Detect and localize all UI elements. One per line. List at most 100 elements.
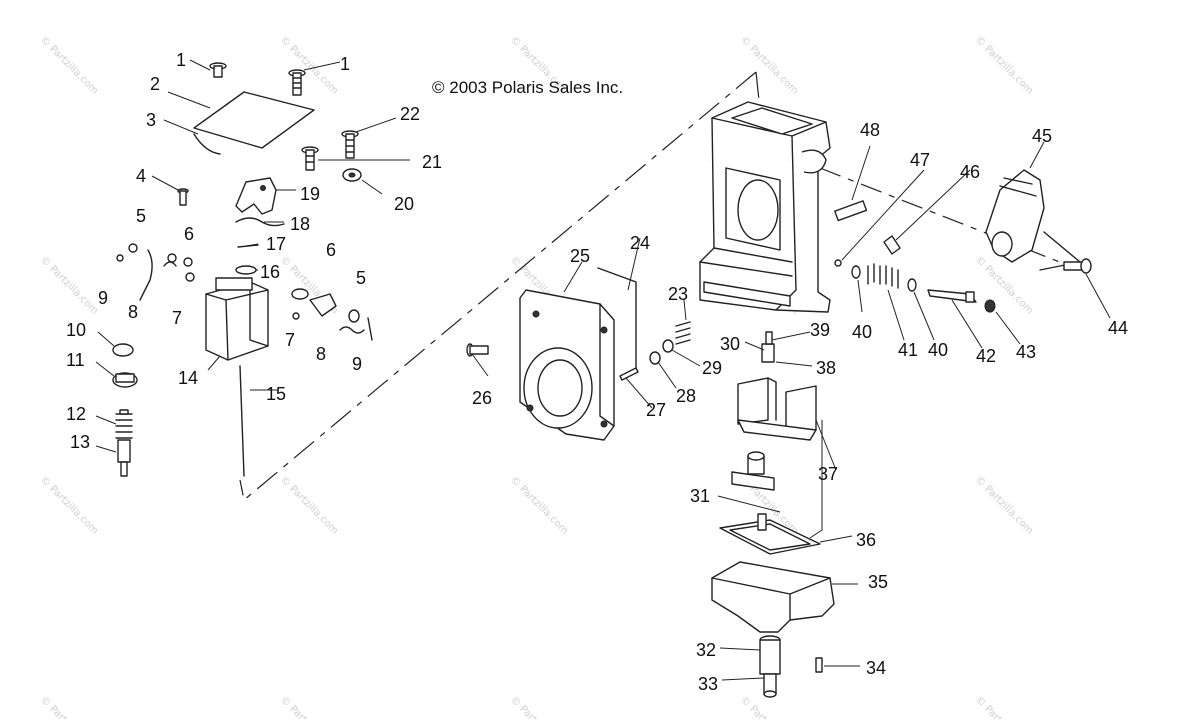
callout-36: 36 (856, 530, 876, 550)
float-14 (205, 277, 269, 361)
assembly-line-main (239, 71, 757, 502)
assembly-line-side (819, 167, 1081, 271)
watermark-text: © Partzilla.com (278, 474, 340, 536)
callout-7: 7 (285, 330, 295, 350)
lever-45 (985, 169, 1081, 271)
springs-40-41 (851, 263, 917, 292)
small-parts-right (291, 288, 373, 341)
watermark-text: © Partzilla.com (38, 254, 100, 316)
drain-plug-32-33 (759, 635, 781, 698)
screw-26 (466, 343, 489, 357)
callout-35: 35 (868, 572, 888, 592)
callout-20: 20 (394, 194, 414, 214)
callout-13: 13 (70, 432, 90, 452)
callout-39: 39 (810, 320, 830, 340)
screw-1b (288, 69, 306, 96)
gasket-24 (597, 267, 637, 371)
callout-47: 47 (910, 150, 930, 170)
cover-plate (193, 91, 315, 149)
watermark-text: © Partzilla.com (508, 694, 570, 719)
callout-7: 7 (172, 308, 182, 328)
callout-5: 5 (136, 206, 146, 226)
screw-34 (815, 657, 823, 673)
callout-12: 12 (66, 404, 86, 424)
callout-9: 9 (352, 354, 362, 374)
screw-22 (341, 130, 359, 159)
callout-45: 45 (1032, 126, 1052, 146)
washer-29 (662, 339, 674, 353)
float-bowl-35 (711, 561, 835, 633)
callout-30: 30 (720, 334, 740, 354)
callout-19: 19 (300, 184, 320, 204)
callout-17: 17 (266, 234, 286, 254)
callout-32: 32 (696, 640, 716, 660)
rod-15 (239, 365, 245, 477)
callout-41: 41 (898, 340, 918, 360)
spring-28 (649, 351, 661, 365)
screw-42 (927, 289, 977, 303)
callout-40: 40 (928, 340, 948, 360)
screw-1a (209, 62, 227, 78)
float-arm-assembly (731, 451, 775, 491)
spring-23 (675, 321, 691, 345)
leader-lines (95, 59, 1111, 681)
callout-25: 25 (570, 246, 590, 266)
callout-8: 8 (128, 302, 138, 322)
watermark-text: © Partzilla.com (973, 34, 1035, 96)
screw-4 (177, 188, 189, 206)
watermark-text: © Partzilla.com (278, 694, 340, 719)
callout-43: 43 (1016, 342, 1036, 362)
callout-21: 21 (422, 152, 442, 172)
nut-43 (984, 299, 996, 313)
spring-12 (115, 409, 133, 439)
callout-16: 16 (260, 262, 280, 282)
callout-18: 18 (290, 214, 310, 234)
clip-18 (235, 217, 285, 227)
watermark-text: © Partzilla.com (278, 34, 340, 96)
carburetor-body (699, 101, 831, 313)
callout-24: 24 (630, 233, 650, 253)
callout-8: 8 (316, 344, 326, 364)
watermark-text: © Partzilla.com (973, 254, 1035, 316)
callout-48: 48 (860, 120, 880, 140)
callout-4: 4 (136, 166, 146, 186)
callout-37: 37 (818, 464, 838, 484)
callout-6: 6 (184, 224, 194, 244)
callout-23: 23 (668, 284, 688, 304)
float-37 (737, 377, 817, 441)
callout-28: 28 (676, 386, 696, 406)
bracket-19 (235, 177, 277, 215)
callout-22: 22 (400, 104, 420, 124)
part-46 (883, 235, 901, 255)
callout-38: 38 (816, 358, 836, 378)
part-48 (834, 200, 868, 222)
callout-40: 40 (852, 322, 872, 342)
watermark-text: © Partzilla.com (508, 474, 570, 536)
callout-27: 27 (646, 400, 666, 420)
callout-10: 10 (66, 320, 86, 340)
watermark-text: © Partzilla.com (973, 694, 1035, 719)
screw-21 (301, 146, 319, 171)
callout-1: 1 (340, 54, 350, 74)
callout-3: 3 (146, 110, 156, 130)
callout-1: 1 (176, 50, 186, 70)
callout-2: 2 (150, 74, 160, 94)
callout-46: 46 (960, 162, 980, 182)
cap-11 (112, 372, 138, 388)
copyright-notice: © 2003 Polaris Sales Inc. (432, 78, 624, 97)
callout-44: 44 (1108, 318, 1128, 338)
washer-20 (342, 168, 362, 182)
callout-42: 42 (976, 346, 996, 366)
callout-11: 11 (66, 350, 85, 370)
needle-13 (117, 439, 131, 477)
callout-15: 15 (266, 384, 286, 404)
jet-30-39 (761, 331, 775, 363)
gasket (193, 133, 221, 155)
small-parts-left (116, 243, 195, 301)
intake-flange-25 (519, 289, 615, 441)
pin-27 (619, 367, 639, 381)
assembly-line-right (755, 71, 761, 111)
callout-5: 5 (356, 268, 366, 288)
